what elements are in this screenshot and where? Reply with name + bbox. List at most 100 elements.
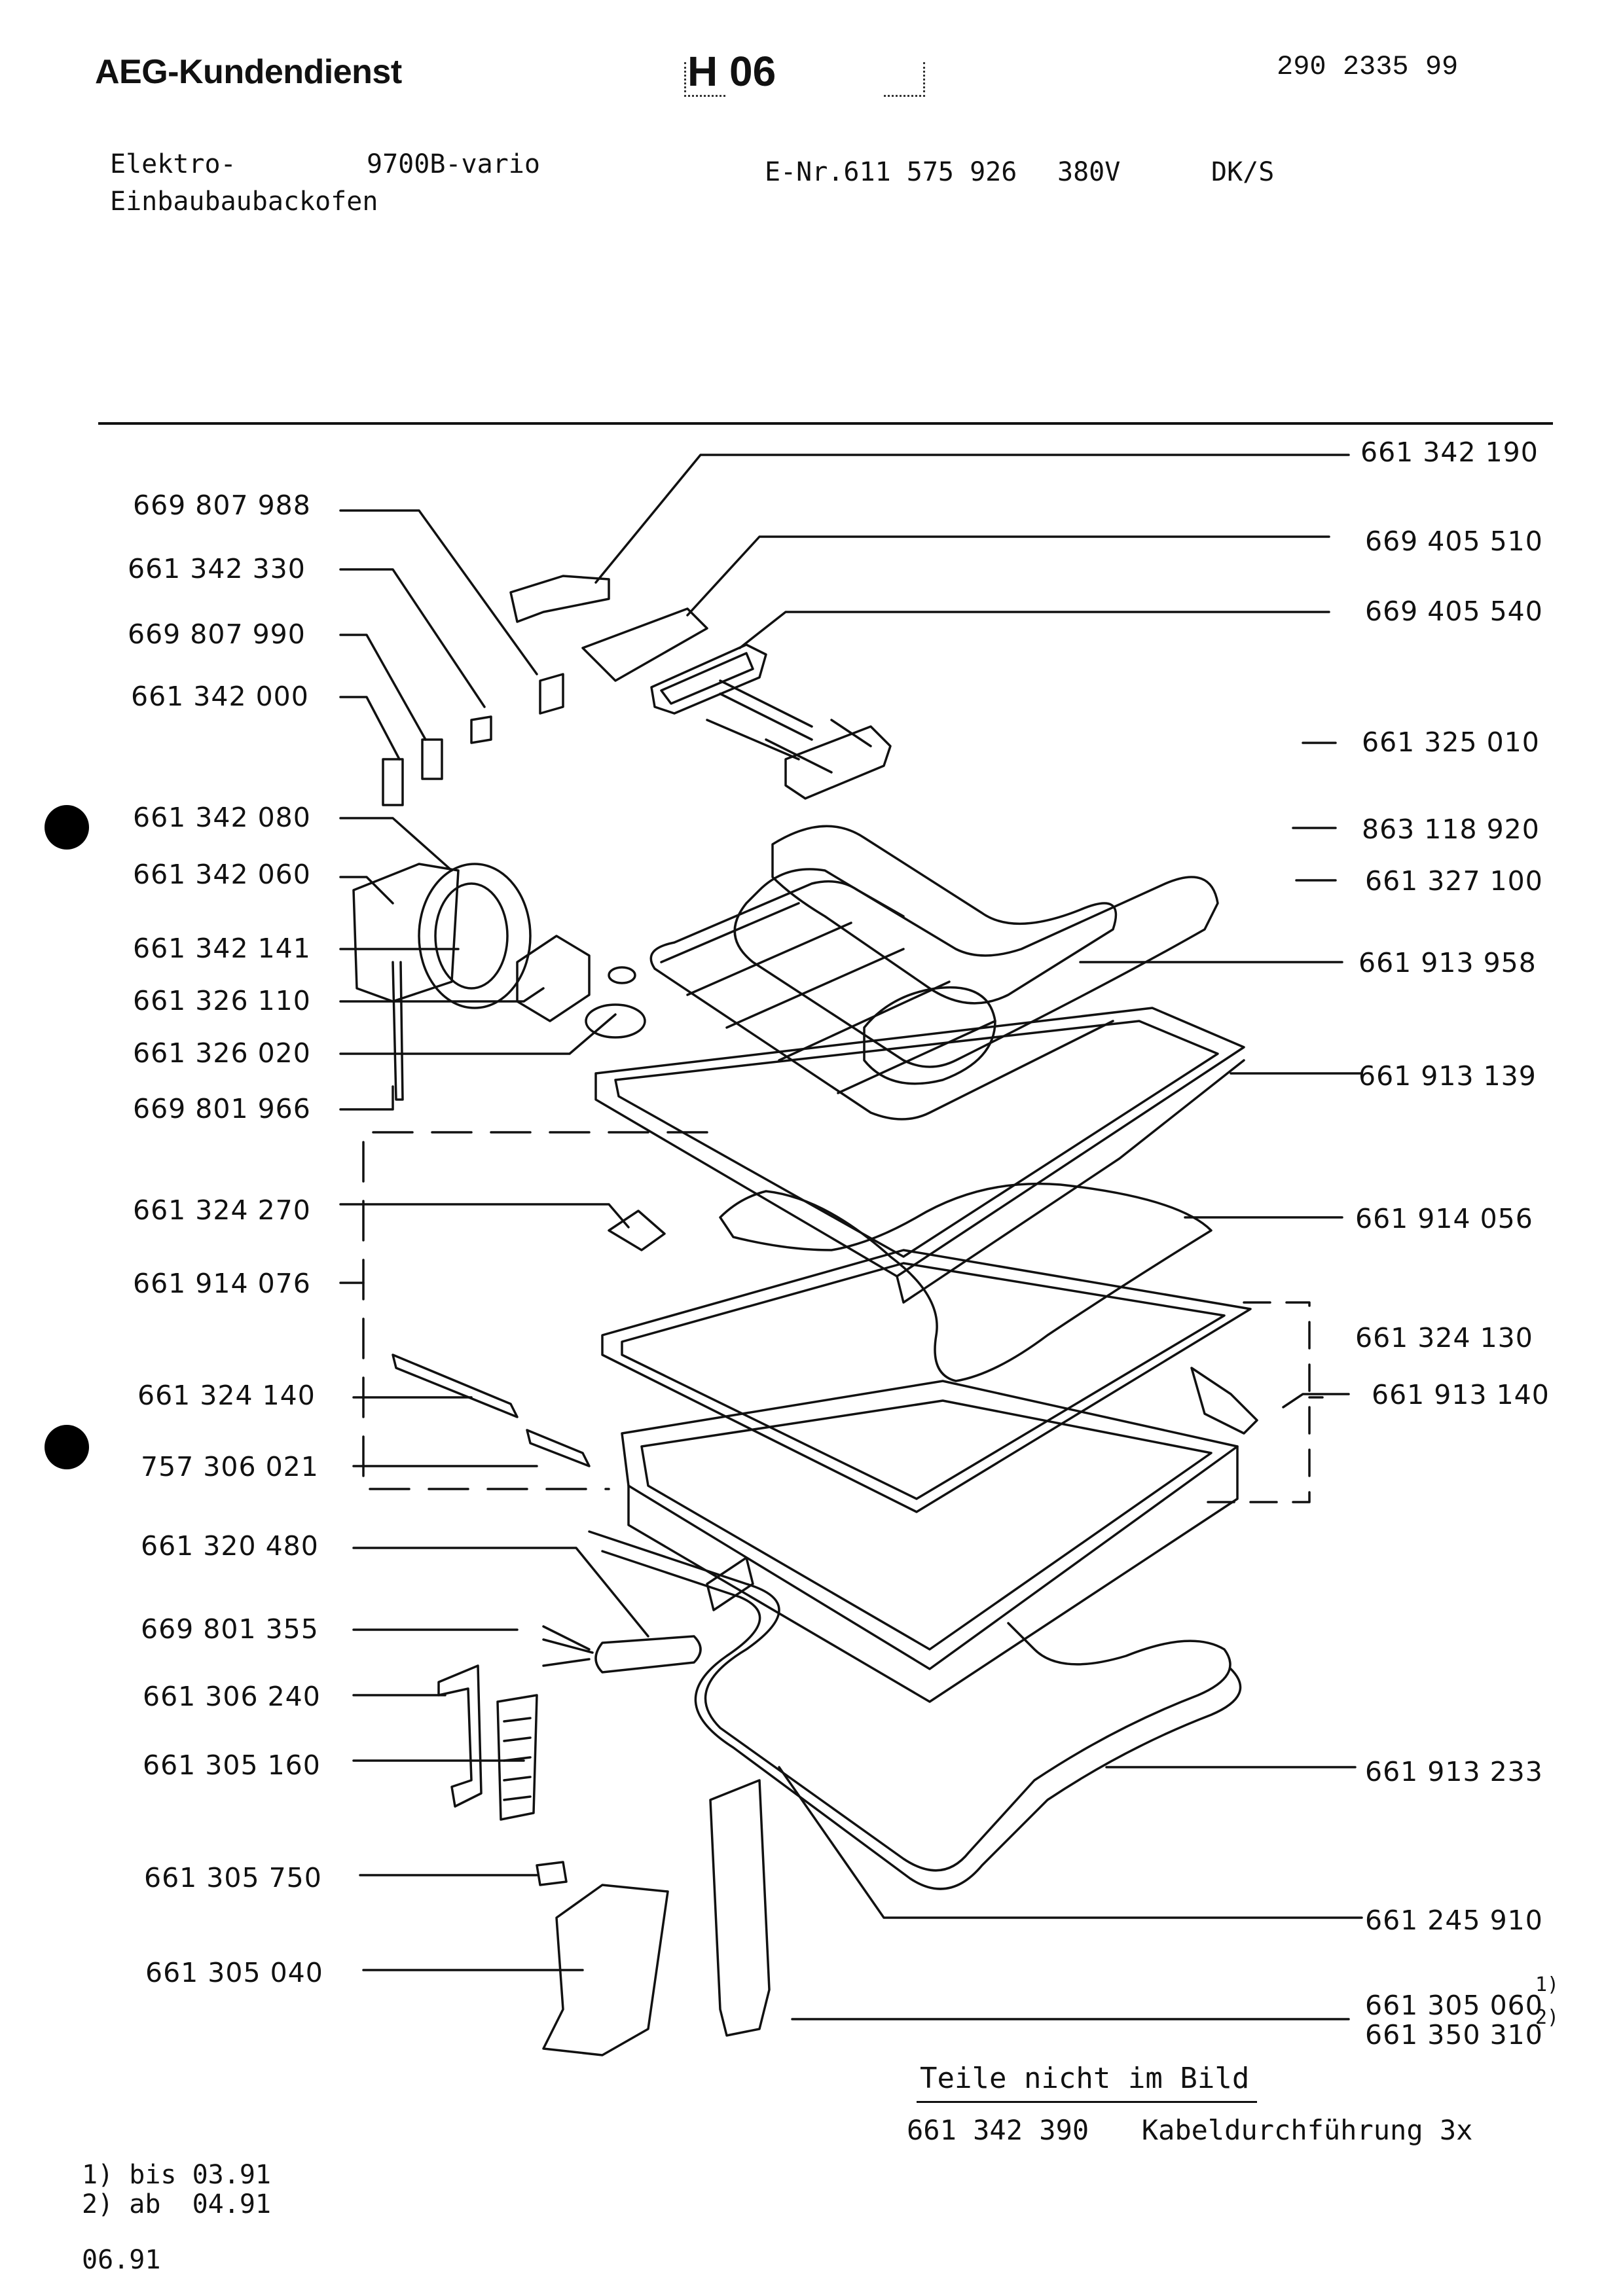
bottom-heater-bracket [706, 1556, 754, 1611]
parts-not-shown-description: Kabeldurchführung 3x [1141, 2114, 1473, 2146]
part-switch-housing [352, 863, 460, 1003]
leader-right-12 [778, 1766, 1363, 1919]
part-rod [392, 961, 404, 1101]
label-left-14: 757 306 021 [141, 1451, 319, 1482]
label-right-7: 661 913 958 [1359, 947, 1537, 978]
top-panel-skirt [896, 1059, 1245, 1304]
label-left-18: 661 305 160 [143, 1749, 321, 1781]
strip-long [392, 1354, 519, 1418]
terminal-clip [437, 1664, 483, 1808]
product-voltage: 380V [1057, 157, 1121, 187]
part-top-bracket [509, 575, 610, 623]
label-left-8: 661 326 110 [133, 985, 311, 1016]
label-right-11: 661 913 140 [1372, 1379, 1550, 1410]
parts-not-shown-rule [917, 2101, 1257, 2103]
part-chip-2 [470, 715, 492, 744]
top-heater-loop [771, 825, 1118, 1005]
leader-right-3 [739, 611, 1330, 649]
bullet-dot-upper [45, 805, 89, 850]
spring [536, 1861, 568, 1886]
label-right-8: 661 913 139 [1359, 1060, 1537, 1092]
leader-left-5 [339, 817, 453, 872]
label-left-1: 669 807 988 [133, 490, 311, 521]
leader-right-10 [1282, 1393, 1350, 1408]
label-left-2: 661 342 330 [128, 553, 306, 584]
brand-title: AEG-Kundendienst [95, 53, 402, 91]
mid-frame-outer [601, 1249, 1252, 1513]
tray-skirt [627, 1445, 1239, 1703]
leader-right-1 [594, 454, 1350, 584]
label-right-3: 669 405 540 [1365, 596, 1543, 627]
heater-bracket [863, 986, 996, 1085]
strip-small [608, 1210, 666, 1251]
label-left-16: 669 801 355 [141, 1613, 319, 1645]
sensor-wires [542, 1625, 594, 1667]
bracket-right-small [1190, 1367, 1258, 1435]
footnote-2: 2) ab 04.91 [82, 2189, 271, 2219]
leader-left-10 [339, 1085, 394, 1111]
leader-left-11 [339, 1203, 630, 1229]
part-gasket-inner [660, 652, 754, 705]
leader-left-1 [339, 509, 538, 675]
terminal-block [496, 1694, 538, 1821]
document-date: 06.91 [82, 2245, 161, 2275]
product-model: 9700B-vario [367, 149, 540, 179]
tray-inner [640, 1399, 1213, 1651]
label-right-12: 661 913 233 [1365, 1756, 1543, 1787]
leader-left-4 [339, 696, 401, 761]
parts-not-shown-title: Teile nicht im Bild [920, 2062, 1250, 2095]
top-panel-inner [614, 1020, 1219, 1258]
group-bracket-left [362, 1131, 708, 1490]
leader-left-15 [352, 1547, 649, 1638]
part-switch-ring [418, 863, 532, 1009]
terminal-block-detail [503, 1717, 532, 1801]
product-type-line2: Einbaubaubackofen [110, 187, 378, 217]
label-right-15: 661 350 310 [1365, 2019, 1543, 2051]
label-left-3: 669 807 990 [128, 619, 306, 650]
document-number: 290 2335 99 [1277, 51, 1459, 82]
label-right-10: 661 324 130 [1355, 1322, 1533, 1354]
group-bracket-right [1203, 1301, 1311, 1503]
leader-left-9 [339, 1013, 617, 1055]
label-right-2: 669 405 510 [1365, 526, 1543, 557]
label-right-14: 661 305 060 [1365, 1990, 1543, 2021]
mid-frame-inner [621, 1262, 1226, 1500]
footnote-1: 1) bis 03.91 [82, 2160, 271, 2190]
section-box-right [884, 62, 925, 97]
label-right-5: 863 118 920 [1362, 814, 1540, 845]
top-heater-loop-2 [733, 868, 1219, 1068]
heater-terminals [706, 679, 872, 774]
sensor-tube [594, 1635, 702, 1674]
label-right-1: 661 342 190 [1360, 437, 1539, 468]
leader-left-2 [339, 568, 486, 708]
part-switch-ring-inner [434, 882, 509, 990]
label-left-11: 661 324 270 [133, 1194, 311, 1226]
parts-not-shown-number: 661 342 390 [907, 2114, 1089, 2146]
label-right-4: 661 325 010 [1362, 726, 1540, 758]
footnote-mark-2: 2) [1535, 2006, 1559, 2029]
label-left-15: 661 320 480 [141, 1530, 319, 1562]
label-left-12: 661 914 076 [133, 1268, 311, 1299]
label-right-9: 661 914 056 [1355, 1203, 1533, 1234]
section-code: H 06 [687, 48, 776, 95]
bottom-heater-2 [601, 1550, 1242, 1890]
header-rule [98, 422, 1553, 425]
footnote-mark-1: 1) [1535, 1973, 1559, 1996]
part-socket [516, 935, 591, 1022]
part-ring-small-2 [608, 966, 636, 984]
label-left-7: 661 342 141 [133, 933, 311, 964]
product-country: DK/S [1211, 157, 1275, 187]
label-left-5: 661 342 080 [133, 802, 311, 833]
leader-left-3 [339, 634, 427, 741]
label-left-4: 661 342 000 [131, 681, 309, 712]
label-left-13: 661 324 140 [137, 1380, 316, 1411]
heater-grid [660, 902, 996, 1094]
heater-frame [649, 880, 1114, 1121]
label-left-17: 661 306 240 [143, 1681, 321, 1712]
label-left-20: 661 305 040 [145, 1957, 323, 1988]
leader-left-6 [339, 876, 394, 905]
part-gasket [650, 643, 767, 715]
label-right-13: 661 245 910 [1365, 1905, 1543, 1936]
part-chip-1 [539, 673, 564, 715]
